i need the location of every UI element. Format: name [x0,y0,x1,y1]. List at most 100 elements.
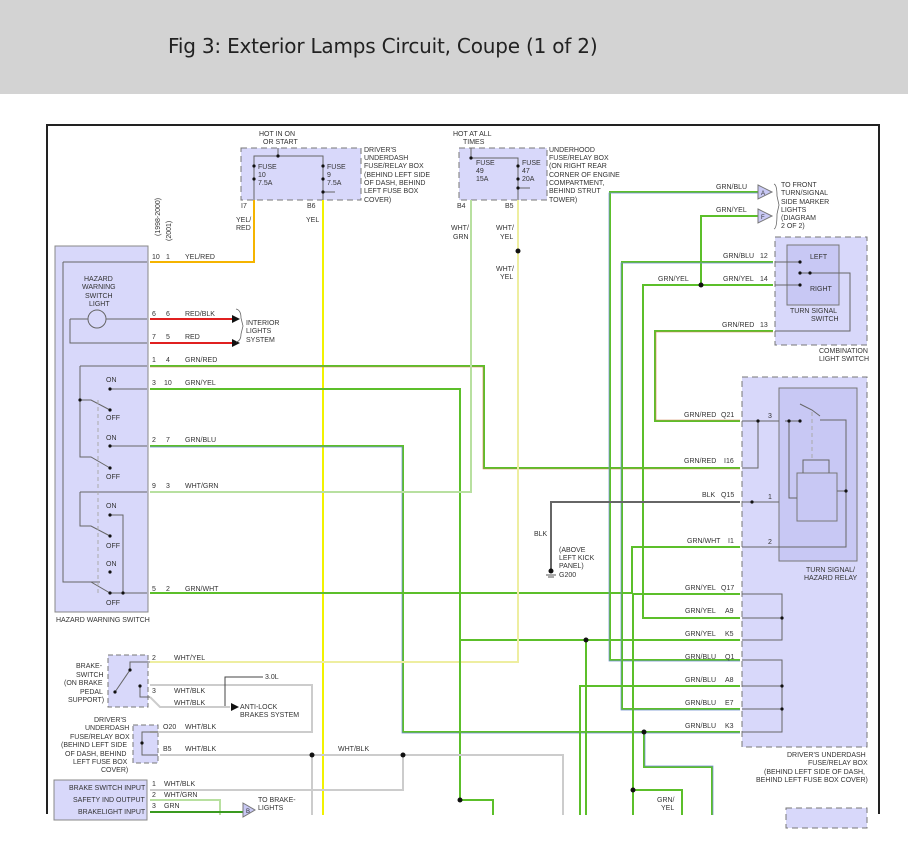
fuse-box-1-supply-line: OR START [263,139,298,146]
pin-label: 7 [152,334,156,341]
fuse-box-3-label-line: FUSE/RELAY BOX [70,734,130,741]
pin-label: 2 [152,437,156,444]
bottom-right-box [785,807,868,829]
wire-yel-red [150,200,255,263]
pin-label: 2 [166,586,170,593]
fuse-box-3-label-line: UNDERDASH [85,725,129,732]
hazard-light-label-line: WARNING [82,284,116,291]
fuse-rating: 7.5A [327,180,342,187]
wire-label: GRN [453,234,469,241]
switch-off-label: OFF [106,600,120,607]
ground-id: G200 [559,572,576,579]
switch-on-label: ON [106,377,117,384]
pin-label: 6 [166,311,170,318]
wire-label: GRN/RED [185,357,217,364]
wire-label: WHT/BLK [174,688,205,695]
fuse-box-2-label-line: UNDERHOOD [549,147,595,154]
fuse-number: 47 [522,168,530,175]
ground-location-line: PANEL) [559,563,584,570]
wire-label: GRN/BLU [685,700,716,707]
pin-label: 12 [760,253,768,260]
switch-right-label: RIGHT [810,286,833,293]
wire-grn-red-13 [654,330,773,422]
pin-label: 5 [152,586,156,593]
switch-on-label: ON [106,561,117,568]
switch-on-label: ON [106,503,117,510]
hazard-light-label-line: SWITCH [85,293,113,300]
pin-label: A9 [725,608,734,615]
wire-grn-blu-hazard [150,445,740,733]
connector-a-icon [757,184,774,200]
wire-label: WHT/BLK [164,781,195,788]
wire-label: WHT/BLK [174,700,205,707]
wire-label: YEL [500,274,513,281]
turn-signal-switch [786,244,840,306]
wire-wht-yel [150,200,519,663]
front-markers-label-line: SIDE MARKER [781,199,829,206]
pin-label: 3 [152,688,156,695]
fuse-number: 49 [476,168,484,175]
connector-id: F [761,215,765,221]
pin-label: 13 [760,322,768,329]
fuse-box-1-supply-line: HOT IN ON [259,131,295,138]
abs-label-line: BRAKES SYSTEM [240,712,299,719]
fuse-rating: 7.5A [258,180,273,187]
pin-label: 10 [152,254,160,261]
fuse-box-2-label-line: FUSE/RELAY BOX [549,155,609,162]
wire-label: RED [236,225,251,232]
front-markers-label-line: TURN/SIGNAL [781,190,828,197]
front-markers-label-line: LIGHTS [781,207,807,214]
relay-pin-label: 3 [768,413,772,420]
relay-label-line: TURN SIGNAL/ [806,567,855,574]
wire-label: YEL [500,234,513,241]
relay-label-line: HAZARD RELAY [804,575,857,582]
fuse-label: FUSE [476,160,495,167]
brake-switch [107,654,149,708]
relay-box-label-line: BEHIND LEFT FUSE BOX COVER) [756,777,868,784]
pin-label: 9 [152,483,156,490]
pin-label: Q21 [721,412,734,419]
wire-label: WHT/ [496,225,514,232]
wire-label: GRN/ [657,797,675,804]
fuse-box-underhood [458,147,548,201]
wire-label: WHT/ [496,266,514,273]
pin-label: 1 [166,254,170,261]
pin-label: E7 [725,700,734,707]
terminal-label: B5 [505,203,514,210]
figure-header: Fig 3: Exterior Lamps Circuit, Coupe (1 … [0,0,908,94]
hazard-light-label-line: HAZARD [84,276,113,283]
pin-label: 1 [152,781,156,788]
pin-label: K5 [725,631,734,638]
terminal-label: B6 [307,203,316,210]
brake-switch-label-line: SWITCH [76,672,104,679]
wire-label: GRN/RED [684,458,716,465]
wire-label: GRN/YEL [685,631,716,638]
pin-label: I1 [728,538,734,545]
connector-id: B [246,809,250,815]
pin-label: 14 [760,276,768,283]
brake-lights-label-line: LIGHTS [258,805,284,812]
wire-grn-red-hazard [150,365,740,469]
fuse-label: FUSE [258,164,277,171]
wire-label: GRN/YEL [685,608,716,615]
wire-label: GRN/BLU [685,654,716,661]
fuse-box-1-label-line: FUSE/RELAY BOX [364,163,424,170]
wire-label: WHT/GRN [164,792,197,799]
wire-label: GRN/BLU [685,723,716,730]
wire-label: GRN/YEL [185,380,216,387]
pin-label: K3 [725,723,734,730]
fuse-box-3-label-line: (BEHIND LEFT SIDE [61,742,127,749]
year-label-1998-2000: (1998-2000) [155,198,162,236]
wire-label: WHT/BLK [338,746,369,753]
module-input-label: BRAKE SWITCH INPUT [69,785,146,792]
fuse-box-1-label-line: UNDERDASH [364,155,408,162]
bottom-module [53,779,148,821]
switch-off-label: OFF [106,415,120,422]
fuse-number: 10 [258,172,266,179]
fuse-box-2-label-line: COMPARTMENT, [549,180,604,187]
wires [149,191,773,815]
splice-dots [309,248,704,803]
pin-label: 5 [166,334,170,341]
wire-wht-grn [150,200,472,493]
